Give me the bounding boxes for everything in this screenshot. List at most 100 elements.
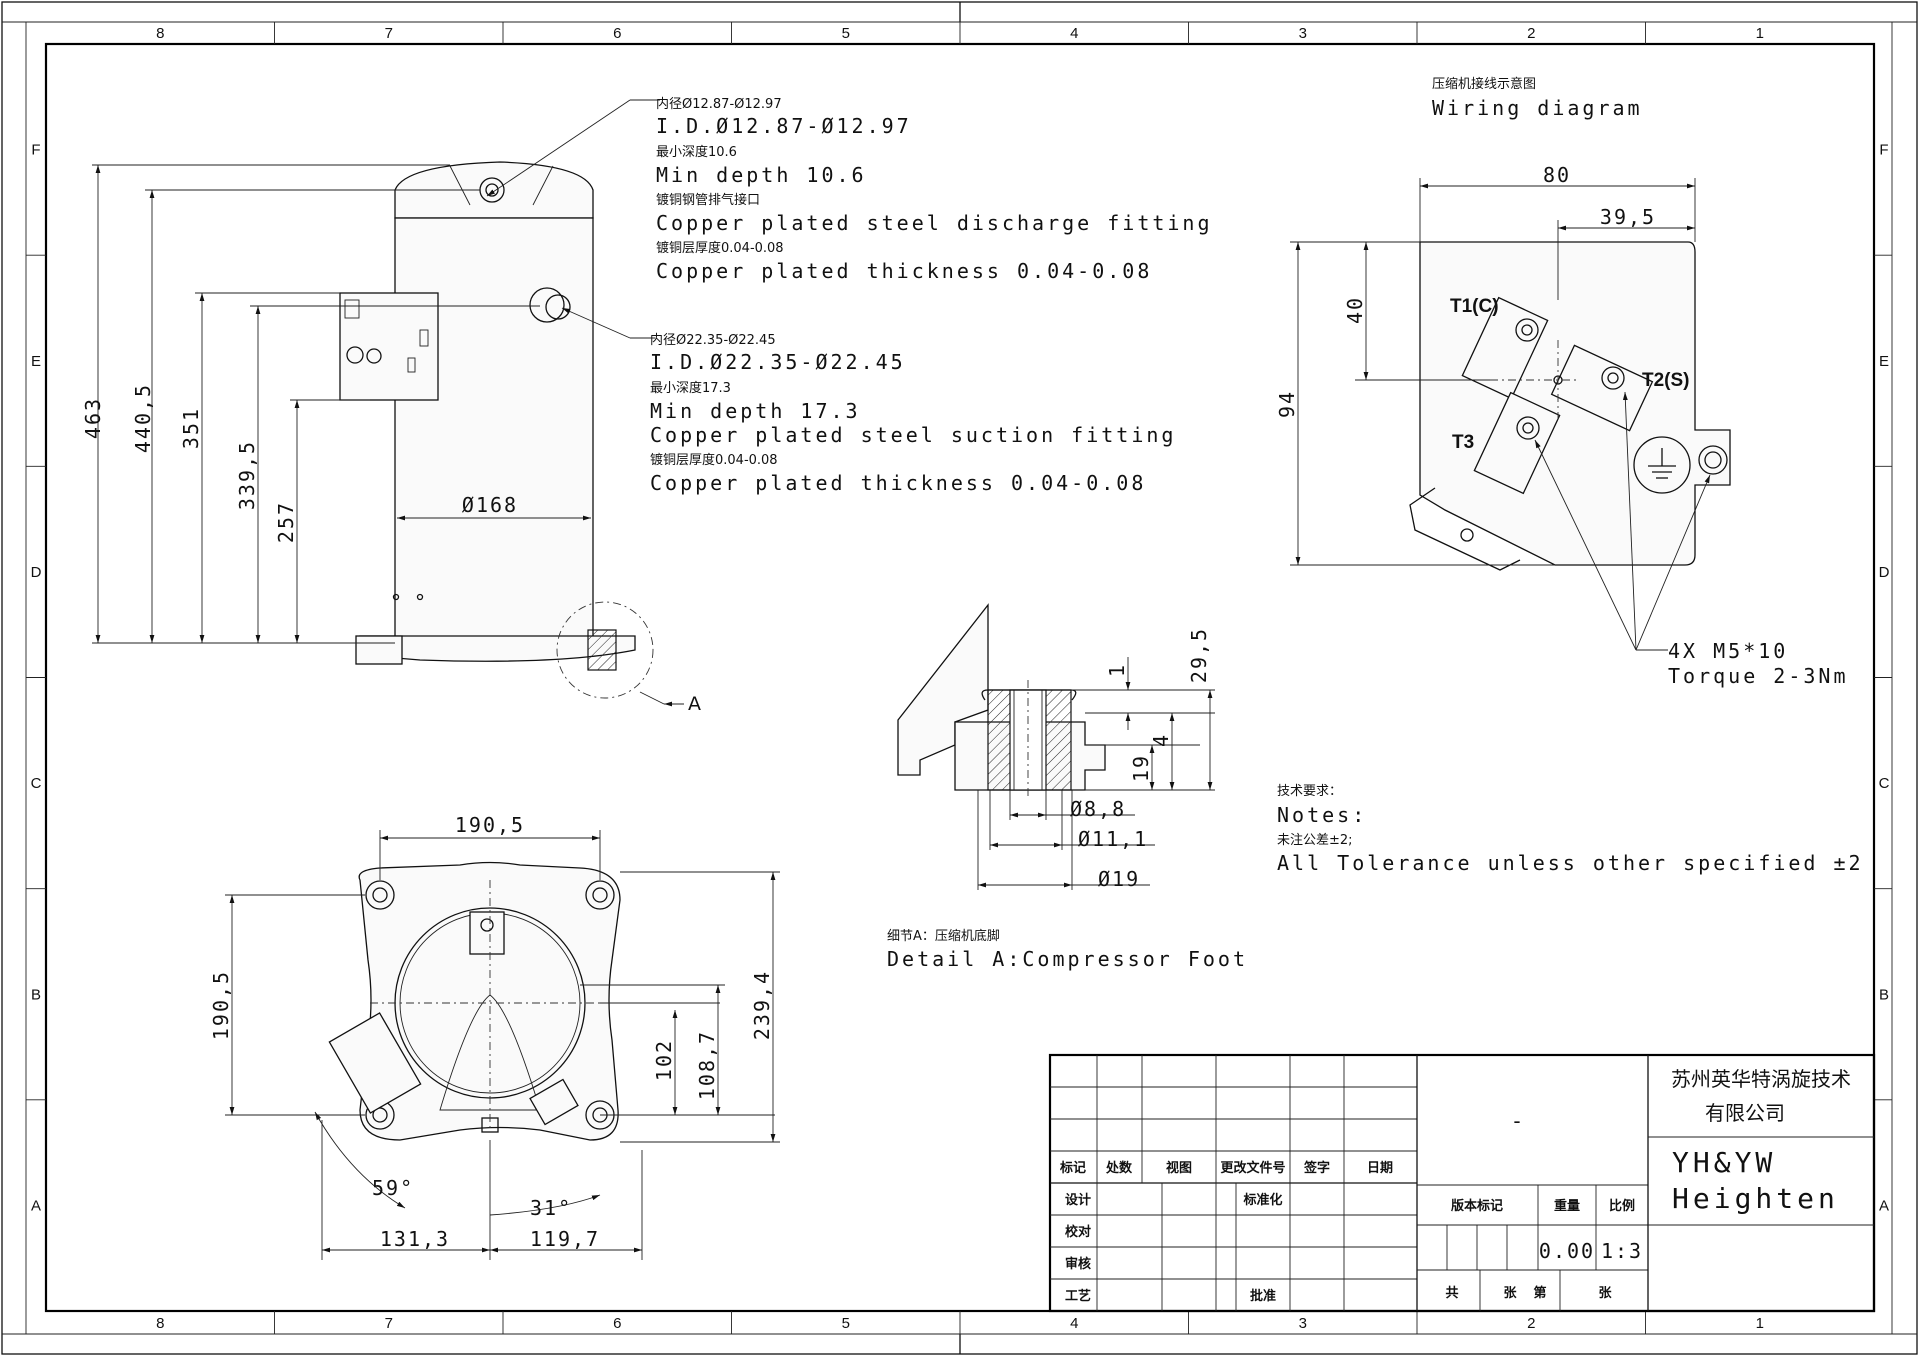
tb-header-date: 日期 (1367, 1161, 1393, 1176)
tb-row-standardization: 标准化 (1242, 1192, 1282, 1208)
grid-row-label-C-left: C (31, 775, 42, 792)
dim-left-height-190-5: 190,5 (209, 970, 233, 1040)
tb-sheet-zhang-1: 张 (1503, 1286, 1517, 1301)
tb-version-mark: 版本标记 (1451, 1198, 1503, 1214)
dim-top-width-190-5: 190,5 (455, 813, 525, 837)
tb-weight-value: 0.00 (1539, 1239, 1595, 1263)
dim-94: 94 (1275, 390, 1299, 418)
torque-spec: Torque 2-3Nm (1668, 664, 1849, 688)
brand-line1: YH&YW (1672, 1146, 1776, 1179)
grid-col-label-3-bottom: 3 (1299, 1315, 1307, 1332)
terminal-t2: T2(S) (1642, 370, 1690, 391)
grid-col-label-8-top: 8 (156, 25, 164, 42)
wiring-title-en: Wiring diagram (1432, 96, 1643, 120)
tb-header-mark: 标记 (1059, 1160, 1086, 1176)
grid-col-label-4-top: 4 (1070, 25, 1078, 42)
dim-108-7: 108,7 (695, 1030, 719, 1100)
suction-note-line3: 最小深度17.3 (650, 380, 731, 396)
grid-row-label-E-left: E (31, 353, 41, 370)
grid-col-label-1-top: 1 (1756, 25, 1764, 42)
suction-note-line1: 内径Ø22.35-Ø22.45 (650, 332, 776, 348)
wiring-title-cn: 压缩机接线示意图 (1432, 76, 1536, 92)
discharge-note-line1: 内径Ø12.87-Ø12.97 (656, 96, 782, 112)
wiring-diagram: 压缩机接线示意图 Wiring diagram T1(C) T2(S) T3 8… (1275, 76, 1849, 688)
company-name-line2: 有限公司 (1705, 1101, 1785, 1125)
discharge-note-line8: Copper plated thickness 0.04-0.08 (656, 259, 1152, 283)
discharge-note-line3: 最小深度10.6 (656, 144, 737, 160)
grid-col-label-3-top: 3 (1299, 25, 1307, 42)
grid-row-label-D-left: D (31, 564, 42, 581)
dim-detail-1: 1 (1105, 663, 1129, 677)
suction-fitting-callout: 内径Ø22.35-Ø22.45 I.D.Ø22.35-Ø22.45 最小深度17… (561, 307, 1176, 495)
tb-scale-label: 比例 (1609, 1198, 1635, 1214)
side-view-dimensions: 463 440,5 351 339,5 257 Ø168 A (81, 164, 701, 715)
dim-dia-8-8: Ø8,8 (1070, 797, 1126, 821)
discharge-fitting-callout: 内径Ø12.87-Ø12.97 I.D.Ø12.87-Ø12.97 最小深度10… (486, 96, 1210, 283)
tb-weight-label: 重量 (1554, 1198, 1580, 1214)
detail-a-section (897, 603, 1106, 800)
dim-239-4: 239,4 (750, 970, 774, 1040)
grid-row-label-B-right: B (1879, 986, 1889, 1003)
suction-note-line7: Copper plated thickness 0.04-0.08 (650, 471, 1146, 495)
grid-row-label-C-right: C (1879, 775, 1890, 792)
grid-row-label-F-left: F (31, 142, 40, 159)
suction-note-line4: Min depth 17.3 (650, 399, 861, 423)
dim-351: 351 (179, 407, 203, 449)
grid-col-label-7-bottom: 7 (385, 1315, 393, 1332)
detail-a-caption-cn: 细节A：压缩机底脚 (887, 928, 1000, 944)
brand-line2: Heighten (1672, 1182, 1839, 1215)
grid-row-label-D-right: D (1879, 564, 1890, 581)
dim-39-5: 39,5 (1600, 205, 1656, 229)
tb-header-view: 视图 (1166, 1160, 1192, 1176)
tb-sheet-zhang-2: 张 (1598, 1286, 1612, 1301)
grid-col-label-5-bottom: 5 (842, 1315, 850, 1332)
grid-col-label-8-bottom: 8 (156, 1315, 164, 1332)
grid-col-label-1-bottom: 1 (1756, 1315, 1764, 1332)
dim-131-3: 131,3 (380, 1227, 450, 1251)
dim-80: 80 (1543, 163, 1571, 187)
angle-59: 59° (372, 1176, 414, 1200)
grid-row-label-B-left: B (31, 986, 41, 1003)
tb-drawing-number: - (1513, 1109, 1520, 1133)
dim-diameter-168: Ø168 (462, 493, 518, 517)
notes-title-cn: 技术要求： (1277, 784, 1342, 799)
notes-tolerance-cn: 未注公差±2; (1277, 833, 1353, 848)
grid-col-label-6-bottom: 6 (613, 1315, 621, 1332)
tb-header-count: 处数 (1105, 1160, 1133, 1176)
screw-spec: 4X M5*10 (1668, 639, 1788, 663)
discharge-note-line4: Min depth 10.6 (656, 163, 867, 187)
discharge-note-line7: 镀铜层厚度0.04-0.08 (656, 240, 784, 256)
grid-col-label-4-bottom: 4 (1070, 1315, 1078, 1332)
discharge-note-line5: 镀铜钢管排气接口 (656, 192, 760, 208)
dim-257: 257 (274, 501, 298, 543)
dim-detail-29-5: 29,5 (1187, 627, 1211, 683)
grid-col-label-2-top: 2 (1527, 25, 1535, 42)
tb-row-approve: 批准 (1250, 1288, 1276, 1304)
detail-a-dimensions: 1 4 19 29,5 Ø8,8 Ø11,1 Ø19 细节A：压缩机底脚 Det… (887, 627, 1248, 971)
dim-339-5: 339,5 (235, 440, 259, 510)
grid-col-label-7-top: 7 (385, 25, 393, 42)
side-view (339, 161, 654, 699)
grid-col-label-6-top: 6 (613, 25, 621, 42)
grid-row-label-A-right: A (1879, 1197, 1889, 1214)
company-name-line1: 苏州英华特涡旋技术 (1671, 1067, 1851, 1091)
suction-note-line2: I.D.Ø22.35-Ø22.45 (650, 350, 906, 374)
terminal-t1: T1(C) (1450, 296, 1499, 317)
tb-row-process: 工艺 (1065, 1288, 1091, 1304)
discharge-note-line2: I.D.Ø12.87-Ø12.97 (656, 114, 912, 138)
suction-note-line6: 镀铜层厚度0.04-0.08 (650, 452, 778, 468)
grid-col-label-5-top: 5 (842, 25, 850, 42)
tb-header-change-doc: 更改文件号 (1220, 1160, 1285, 1176)
angle-31: 31° (530, 1196, 572, 1220)
technical-notes: 技术要求： Notes: 未注公差±2; All Tolerance unles… (1277, 784, 1861, 875)
suction-note-line5: Copper plated steel suction fitting (650, 423, 1176, 447)
tb-header-sign: 签字 (1303, 1160, 1330, 1176)
detail-a-caption-en: Detail A:Compressor Foot (887, 947, 1248, 971)
grid-col-label-2-bottom: 2 (1527, 1315, 1535, 1332)
tb-row-check: 校对 (1065, 1224, 1091, 1240)
detail-a-callout: A (688, 693, 701, 715)
dim-dia-19: Ø19 (1098, 867, 1140, 891)
dim-dia-11-1: Ø11,1 (1078, 827, 1148, 851)
bottom-view (328, 861, 621, 1141)
